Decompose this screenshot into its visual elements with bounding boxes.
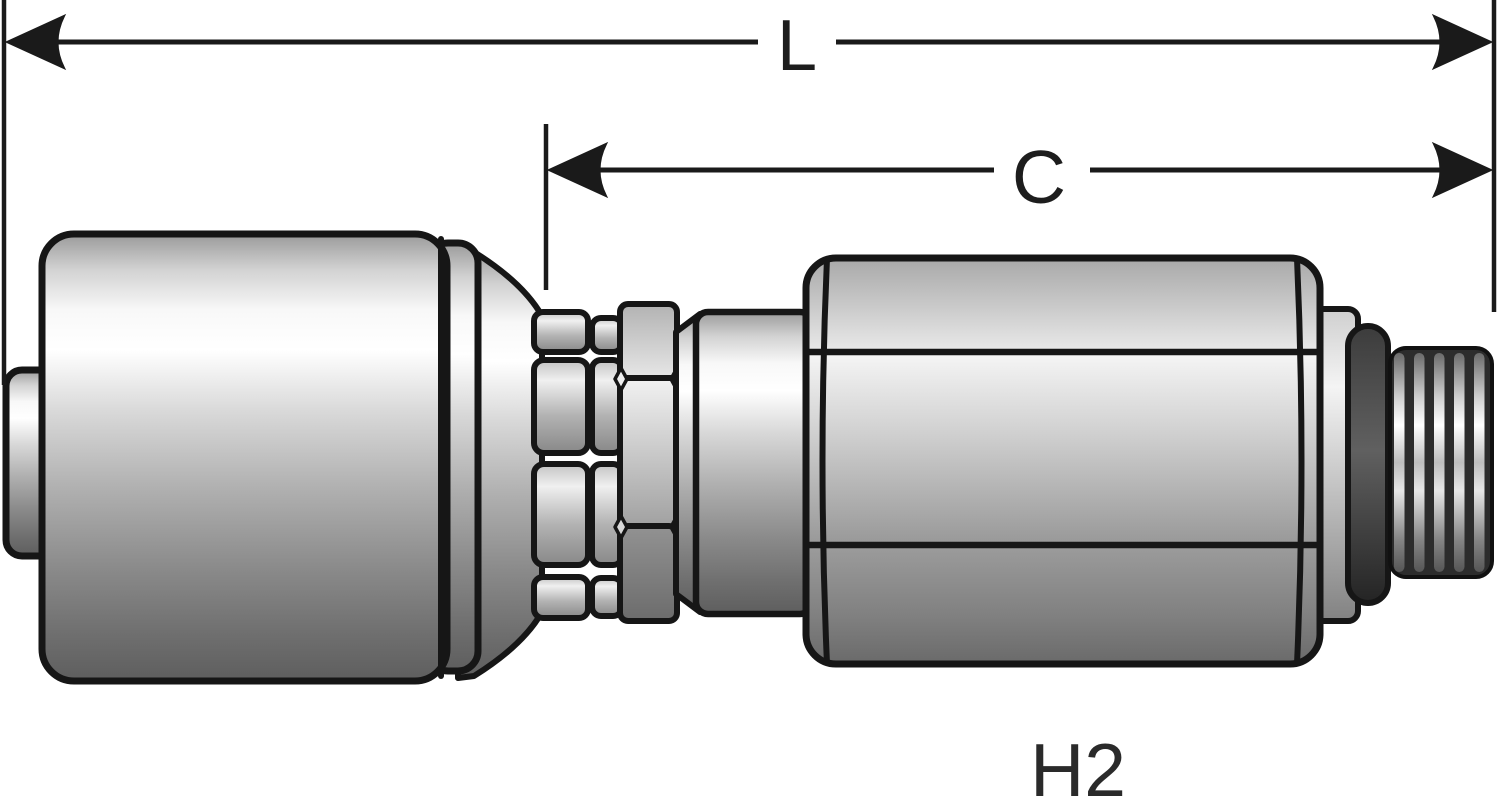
nut-edge-glint — [613, 366, 629, 392]
dimension-c: C — [546, 135, 1494, 219]
ferrule-body — [38, 230, 451, 685]
body-cylinder — [692, 308, 816, 618]
arrowhead-left — [4, 13, 67, 71]
dimension-annotations: L C — [1, 0, 1497, 385]
collar-rear-column — [531, 309, 591, 621]
collar-front-column — [589, 315, 625, 619]
arrowhead-left — [546, 141, 609, 199]
fitting-illustration — [2, 230, 1494, 685]
part-code-label: H2 — [1030, 728, 1126, 812]
hex-body — [802, 254, 1324, 668]
swivel-nut — [613, 301, 685, 624]
o-ring — [1345, 323, 1391, 606]
arrowhead-right — [1431, 13, 1494, 71]
arrowhead-right — [1431, 141, 1494, 199]
dimension-l-label: L — [777, 6, 817, 86]
male-threads — [1388, 346, 1494, 579]
dimension-l: L — [4, 6, 1494, 86]
dimension-c-label: C — [1012, 135, 1066, 219]
nut-edge-glint — [613, 514, 629, 540]
